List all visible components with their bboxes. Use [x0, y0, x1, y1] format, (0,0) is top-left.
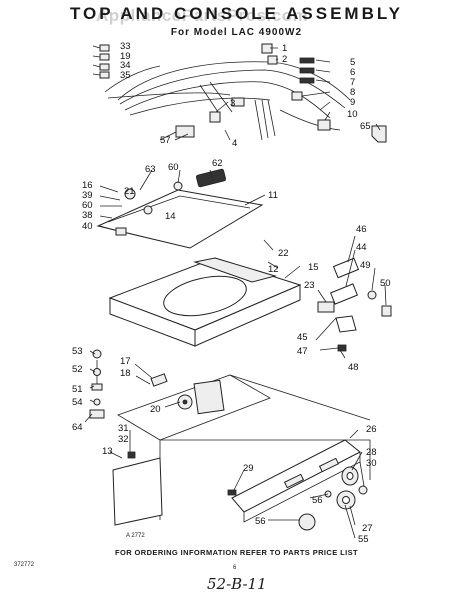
callout-60: 60 [82, 200, 93, 211]
callout-29: 29 [243, 463, 254, 474]
callout-65: 65 [360, 121, 371, 132]
callout-64: 64 [72, 422, 83, 433]
callout-23: 23 [304, 280, 315, 291]
callout-2: 2 [282, 54, 287, 65]
callout-21: 21 [124, 186, 135, 197]
callout-12: 12 [268, 264, 279, 275]
callout-3: 3 [230, 98, 235, 109]
callout-56: 56 [312, 495, 323, 506]
callout-47: 47 [297, 346, 308, 357]
callout-28: 28 [366, 447, 377, 458]
document-code: 372772 [14, 562, 35, 568]
callout-50: 50 [380, 278, 391, 289]
control-knobs [298, 466, 368, 531]
callout-52: 52 [72, 364, 83, 375]
console-control-panel [96, 168, 264, 249]
callout-17: 17 [120, 356, 131, 367]
callout-1: 1 [282, 43, 287, 54]
wire-harness [104, 61, 351, 141]
callout-9: 9 [350, 97, 355, 108]
callout-46: 46 [356, 224, 367, 235]
diagram-title: TOP AND CONSOLE ASSEMBLY [69, 4, 404, 23]
callout-35: 35 [120, 70, 131, 81]
callout-5: 5 [350, 57, 355, 68]
callout-numbers: 1 2 3 4 5 6 7 8 9 10 11 12 13 14 15 16 1… [72, 41, 391, 545]
callout-18: 18 [120, 368, 131, 379]
callout-6: 6 [350, 67, 355, 78]
callout-10: 10 [347, 109, 358, 120]
callout-49: 49 [360, 260, 371, 271]
callout-15: 15 [308, 262, 319, 273]
watermark: AppliancePartsPros.com [96, 6, 309, 25]
harness-connectors [99, 43, 387, 143]
callout-26: 26 [366, 424, 377, 435]
callout-31: 31 [118, 423, 129, 434]
callout-53: 53 [72, 346, 83, 357]
callout-39: 39 [82, 190, 93, 201]
console-rear-panel [231, 439, 361, 523]
callout-14: 14 [165, 211, 176, 222]
callout-leader-lines [84, 45, 387, 539]
callout-55: 55 [358, 534, 369, 545]
washer-top-panel [108, 257, 302, 347]
callout-19: 19 [120, 51, 131, 62]
callout-34: 34 [120, 60, 131, 71]
callout-51: 51 [72, 384, 83, 395]
callout-62: 62 [212, 158, 223, 169]
callout-13: 13 [102, 446, 113, 457]
callout-44: 44 [356, 242, 367, 253]
callout-56: 56 [255, 516, 266, 527]
callout-45: 45 [297, 332, 308, 343]
callout-27: 27 [362, 523, 373, 534]
callout-4: 4 [232, 138, 237, 149]
callout-60: 60 [168, 162, 179, 173]
callout-20: 20 [150, 404, 161, 415]
callout-57: 57 [160, 135, 171, 146]
page-number: 6 [233, 565, 237, 571]
callout-38: 38 [82, 210, 93, 221]
callout-16: 16 [82, 180, 93, 191]
callout-8: 8 [350, 87, 355, 98]
callout-40: 40 [82, 221, 93, 232]
callout-32: 32 [118, 434, 129, 445]
callout-63: 63 [145, 164, 156, 175]
handwritten-note: 52-B-11 [207, 575, 267, 593]
ordering-note: FOR ORDERING INFORMATION REFER TO PARTS … [115, 548, 358, 557]
timer-motor [177, 379, 225, 415]
callout-7: 7 [350, 77, 355, 88]
figure-code: A 2772 [126, 533, 145, 539]
callout-22: 22 [278, 248, 289, 259]
lid-switch-parts [317, 257, 392, 352]
callout-11: 11 [268, 190, 278, 201]
console-left-hardware [89, 349, 237, 526]
callout-33: 33 [120, 41, 131, 52]
callout-54: 54 [72, 397, 83, 408]
callout-48: 48 [348, 362, 359, 373]
callout-30: 30 [366, 458, 377, 469]
model-subtitle: For Model LAC 4900W2 [170, 27, 303, 38]
